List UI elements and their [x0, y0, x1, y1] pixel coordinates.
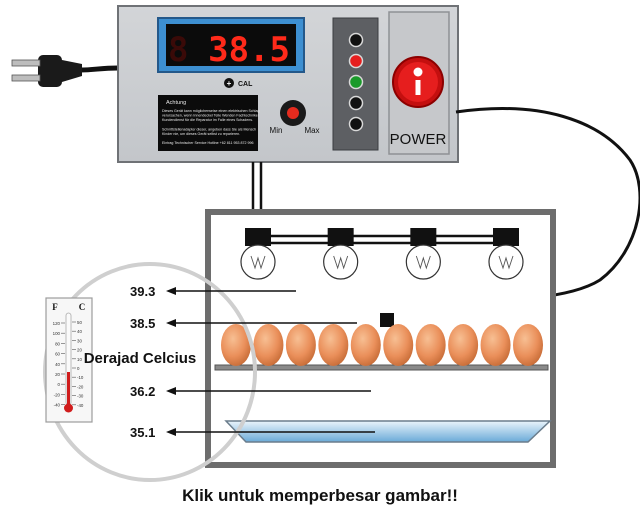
cal-button[interactable] [224, 78, 234, 88]
light-bulb [240, 228, 276, 280]
temperature-level-label: 36.2 [130, 384, 155, 399]
egg [285, 324, 316, 366]
thermometer-bulb [64, 403, 73, 413]
callout-ellipse [43, 262, 257, 482]
notice-line: Dieses Gerät kann möglicherweise einen e… [162, 109, 259, 113]
indicator-led [348, 116, 364, 132]
light-bulb [405, 228, 441, 280]
egg [318, 324, 349, 366]
notice-line: Kinder nie, um dieses Gerät selbst zu re… [162, 132, 240, 136]
egg [383, 324, 414, 366]
fahrenheit-tick: 20 [55, 372, 60, 377]
fahrenheit-tick: 120 [53, 321, 61, 326]
celsius-tick: -40 [77, 403, 84, 408]
egg [480, 324, 511, 366]
warning-notice [158, 95, 258, 151]
celsius-tick: -30 [77, 394, 84, 399]
fahrenheit-tick: -40 [54, 403, 61, 408]
caption-link[interactable]: Klik untuk memperbesar gambar!! [182, 486, 458, 505]
celsius-tick: -20 [77, 384, 84, 389]
fahrenheit-tick: 0 [58, 382, 61, 387]
temperature-sensor [380, 313, 394, 327]
egg [415, 324, 446, 366]
light-bulb [488, 228, 524, 280]
notice-line: verursachen, wenn Innendeckel Teile Wend… [162, 114, 260, 118]
indicator-led [348, 32, 364, 48]
celsius-tick: 30 [77, 338, 82, 343]
egg [221, 324, 251, 366]
temperature-display [166, 24, 296, 66]
celsius-tick: 10 [77, 357, 82, 362]
svg-text:8: 8 [168, 30, 188, 70]
egg [448, 324, 479, 366]
notice-title: Achtung [166, 100, 186, 106]
notice-line: Schnittstellenadapter dieser, angeben da… [162, 127, 256, 131]
egg [513, 324, 543, 366]
fahrenheit-tick: 60 [55, 352, 60, 357]
celsius-tick: 40 [77, 329, 82, 334]
indicator-led [348, 74, 364, 90]
power-icon [413, 67, 423, 77]
plus-icon: + [227, 79, 232, 88]
power-label: POWER [390, 131, 447, 148]
fahrenheit-tick: -20 [54, 392, 61, 397]
notice-text: Dieses Gerät kann möglicherweise einen e… [162, 109, 260, 145]
incubator-box [205, 209, 556, 468]
water-tray [224, 420, 552, 443]
display-value: 38.5 [208, 30, 290, 70]
temperature-level-label: 38.5 [130, 316, 155, 331]
thermometer-label: Derajad Celcius [84, 350, 197, 367]
celsius-tick: 20 [77, 348, 82, 353]
thermometer-mercury [67, 372, 70, 405]
knob-max-label: Max [304, 126, 319, 135]
celsius-tick: -10 [77, 375, 84, 380]
knob-min-label: Min [270, 126, 283, 135]
light-bulb [323, 228, 359, 280]
arrow-left-icon [166, 319, 176, 327]
celsius-tick: 50 [77, 320, 82, 325]
celsius-header: C [79, 302, 86, 312]
fahrenheit-tick: 40 [55, 362, 60, 367]
egg-tray [214, 364, 549, 371]
arrow-left-icon [166, 387, 176, 395]
arrow-left-icon [166, 428, 176, 436]
notice-line: Kundendienst für die Reparatur im Falle … [162, 118, 253, 122]
controller-box: 8 38.5 + CAL Achtung Dieses Gerät kann m… [117, 5, 459, 163]
indicator-led [348, 53, 364, 69]
fahrenheit-header: F [52, 302, 58, 312]
notice-line: Eintrag Technischer Service Hotline +62 … [162, 141, 253, 145]
cal-label: CAL [238, 81, 253, 88]
celsius-tick: 0 [77, 366, 80, 371]
temperature-level-label: 39.3 [130, 284, 155, 299]
indicator-led [348, 95, 364, 111]
arrow-left-icon [166, 287, 176, 295]
temperature-level-label: 35.1 [130, 425, 155, 440]
egg [350, 324, 381, 366]
fahrenheit-tick: 100 [53, 331, 61, 336]
power-plug [11, 55, 119, 87]
knob-cap [287, 107, 299, 119]
egg [253, 324, 284, 366]
fahrenheit-tick: 80 [55, 341, 60, 346]
